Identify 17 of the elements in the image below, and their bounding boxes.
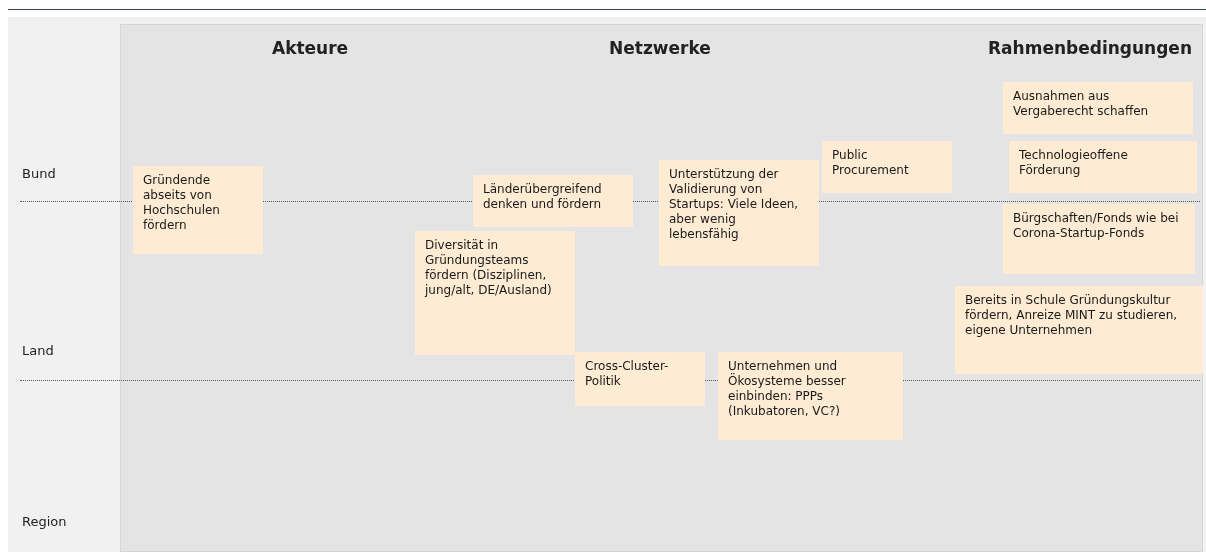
row-label: Land [22,343,54,358]
row-label: Region [22,514,67,529]
sticky-note: Public Procurement [822,141,952,193]
column-heading: Netzwerke [609,38,711,58]
column-heading: Rahmenbedingungen [988,38,1192,58]
sticky-note: Diversität in Gründungsteams fördern (Disziplinen, jung/alt, DE/Ausland) [415,231,575,355]
row-label: Bund [22,166,56,181]
sticky-note: Bereits in Schule Gründungskultur fördern, Anreize MINT zu studieren, eigene Unternehmen [955,286,1203,374]
sticky-note: Gründende abseits von Hochschulen fördern [133,166,263,254]
sticky-note: Ausnahmen aus Vergaberecht schaffen [1003,82,1193,134]
sticky-note: Bürgschaften/Fonds wie bei Corona-Startup-Fonds [1003,204,1195,274]
sticky-note: Technologieoffene Förderung [1009,141,1197,193]
sticky-note: Unterstützung der Validierung von Startups: Viele Ideen, aber wenig lebensfähig [659,160,819,266]
sticky-note: Länderübergreifend denken und fördern [473,175,633,227]
column-heading: Akteure [272,38,349,58]
sticky-note: Unternehmen und Ökosysteme besser einbinden: PPPs (Inkubatoren, VC?) [718,352,903,440]
sticky-note: Cross-Cluster-Politik [575,352,705,406]
